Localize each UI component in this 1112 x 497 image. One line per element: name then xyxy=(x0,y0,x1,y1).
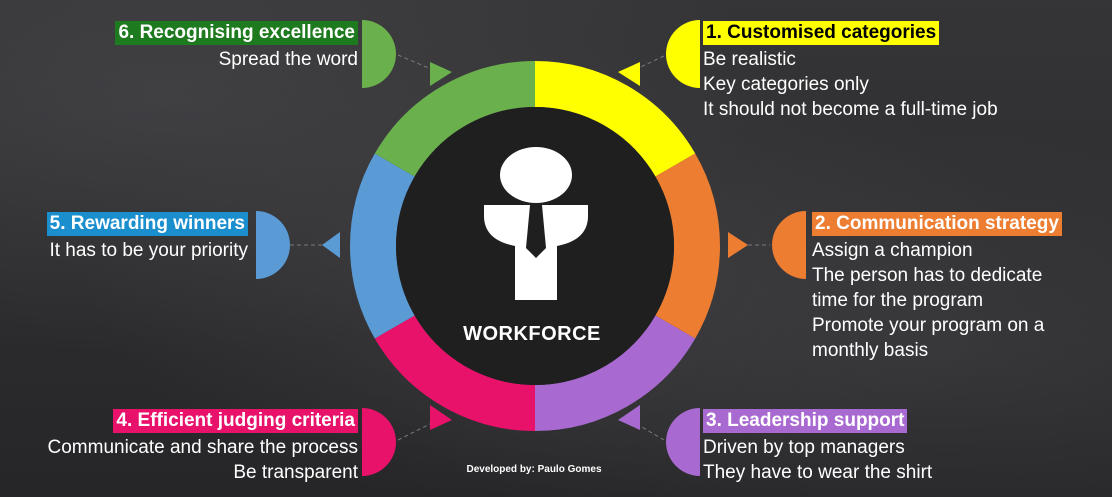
pointer-3 xyxy=(618,405,640,430)
step-5-title: 5. Rewarding winners xyxy=(46,212,248,236)
ring-segment-6 xyxy=(374,61,536,178)
step-2-line: The person has to dedicate xyxy=(812,265,1043,286)
step-4-line: Communicate and share the process xyxy=(47,437,359,458)
pointer-6 xyxy=(430,62,452,86)
step-1-line: Be realistic xyxy=(703,49,796,70)
tab-6 xyxy=(362,20,396,88)
person-icon xyxy=(484,147,588,300)
step-3-line: They have to wear the shirt xyxy=(703,462,933,483)
step-3: 3. Leadership support Driven by top mana… xyxy=(703,408,932,485)
pointer-4 xyxy=(430,405,452,430)
step-3-title: 3. Leadership support xyxy=(703,409,908,433)
pointer-5 xyxy=(322,232,340,258)
step-1-line: Key categories only xyxy=(703,74,869,95)
credit-text: Developed by: Paulo Gomes xyxy=(466,464,602,475)
step-6-title: 6. Recognising excellence xyxy=(115,21,358,45)
tab-1 xyxy=(666,20,700,88)
ring-segment-1 xyxy=(534,61,696,178)
step-2-line: Promote your program on a xyxy=(812,315,1045,336)
ring xyxy=(350,61,720,431)
step-6: 6. Recognising excellence Spread the wor… xyxy=(115,20,358,72)
ring-segment-5 xyxy=(350,153,415,339)
step-2-line: time for the program xyxy=(812,290,984,311)
step-1-line: It should not become a full-time job xyxy=(703,99,998,120)
pointer-1 xyxy=(618,62,640,86)
center-label: WORKFORCE xyxy=(463,323,601,345)
step-2-line: monthly basis xyxy=(812,340,929,361)
step-1-title: 1. Customised categories xyxy=(703,21,940,45)
ring-segment-2 xyxy=(655,153,720,339)
step-4: 4. Efficient judging criteria Communicat… xyxy=(47,408,359,485)
step-2: 2. Communication strategy Assign a champ… xyxy=(812,211,1062,363)
step-3-line: Driven by top managers xyxy=(703,437,905,458)
tab-4 xyxy=(362,408,396,476)
tab-2 xyxy=(772,211,806,279)
ring-segment-3 xyxy=(534,314,696,431)
tab-5 xyxy=(256,211,290,279)
step-4-line: Be transparent xyxy=(233,462,358,483)
step-5-line: It has to be your priority xyxy=(49,240,248,261)
ring-segment-4 xyxy=(374,314,536,431)
step-6-line: Spread the word xyxy=(218,49,358,70)
step-5: 5. Rewarding winners It has to be your p… xyxy=(46,211,248,263)
step-2-line: Assign a champion xyxy=(812,240,973,261)
step-4-title: 4. Efficient judging criteria xyxy=(113,409,358,433)
pointer-2 xyxy=(728,232,748,258)
step-1: 1. Customised categories Be realistic Ke… xyxy=(703,20,998,122)
step-2-title: 2. Communication strategy xyxy=(812,212,1062,236)
tab-3 xyxy=(666,408,700,476)
